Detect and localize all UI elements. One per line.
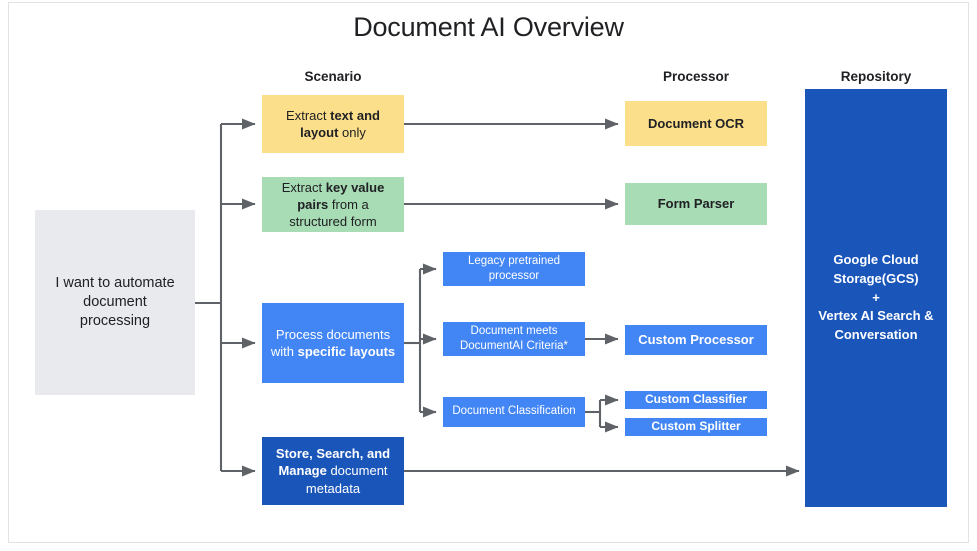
page-title: Document AI Overview — [353, 12, 624, 42]
intermediate-box-documentai-criteria[interactable]: Document meets DocumentAI Criteria* — [443, 322, 585, 356]
processor-box-document-ocr[interactable]: Document OCR — [625, 101, 767, 146]
intent-line-2: document — [83, 293, 147, 310]
repository-line-4: Vertex AI Search & — [818, 308, 934, 324]
repository-plus: + — [872, 289, 880, 305]
scenario-box-specific-layouts[interactable]: Process documents with specific layouts — [262, 303, 404, 383]
column-header-scenario: Scenario — [304, 69, 362, 84]
repository-line-1: Google Cloud — [833, 251, 919, 267]
scenario-box-text-layout[interactable]: Extract text and layout only — [262, 95, 404, 153]
scenario-kv-suffix: from a structured form — [289, 196, 377, 230]
scenario-text-suffix: only — [338, 125, 366, 140]
intent-line-3: processing — [79, 313, 151, 330]
legacy-line-1: Legacy pretrained — [467, 254, 561, 267]
column-header-processor: Processor — [662, 69, 730, 84]
intermediate-box-document-classification[interactable]: Document Classification — [443, 397, 585, 427]
scenario-kv-bold: key value pairs — [297, 179, 385, 212]
scenario-text-bold: text and layout — [300, 107, 380, 140]
column-header-repository: Repository — [840, 69, 912, 84]
processor-box-form-parser[interactable]: Form Parser — [625, 183, 767, 225]
criteria-line-1: Document meets — [470, 324, 558, 337]
scenario-store-suffix: document metadata — [305, 463, 388, 496]
scenario-layouts-prefix: Process documents with — [270, 326, 391, 359]
processor-box-custom-splitter[interactable]: Custom Splitter — [625, 418, 767, 436]
scenario-box-store-search[interactable]: Store, Search, and Manage document metad… — [262, 437, 404, 505]
criteria-line-2: DocumentAI Criteria* — [459, 340, 568, 352]
classification-line-1: Document Classification — [452, 405, 576, 418]
intermediate-box-legacy-pretrained[interactable]: Legacy pretrained processor — [443, 252, 585, 286]
repository-box[interactable]: Google Cloud Storage(GCS) + Vertex AI Se… — [805, 89, 947, 507]
intent-box: I want to automate document processing — [35, 210, 195, 395]
repository-line-2: Storage(GCS) — [833, 270, 919, 286]
legacy-line-2: processor — [488, 270, 540, 282]
repository-line-5: Conversation — [834, 327, 918, 343]
intent-line-1: I want to automate — [55, 274, 175, 291]
processor-box-custom-processor[interactable]: Custom Processor — [625, 325, 767, 355]
scenario-layouts-bold: specific layouts — [297, 344, 396, 359]
scenario-kv-prefix: Extract — [281, 179, 326, 195]
scenario-store-bold: Store, Search, and Manage — [275, 446, 391, 479]
scenario-box-key-value[interactable]: Extract key value pairs from a structure… — [262, 177, 404, 232]
processor-box-custom-classifier[interactable]: Custom Classifier — [625, 391, 767, 409]
scenario-text-prefix: Extract — [286, 107, 331, 123]
